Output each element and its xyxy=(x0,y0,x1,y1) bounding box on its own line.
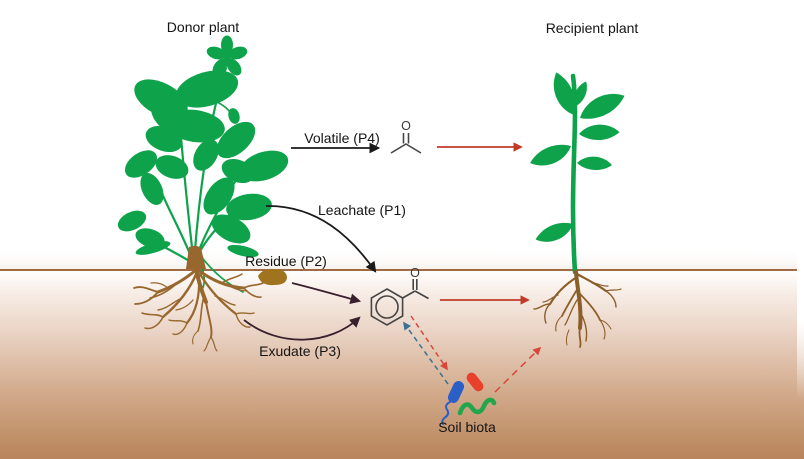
residue-blob xyxy=(258,268,287,286)
residue-pathway-label: Residue (P2) xyxy=(245,253,327,269)
recipient-plant xyxy=(530,72,625,275)
exudate-pathway-label: Exudate (P3) xyxy=(259,343,341,359)
biota-to-compound-dashed-arrow xyxy=(403,321,449,385)
volatile-pathway-label: Volatile (P4) xyxy=(304,130,379,146)
leachate-arrow xyxy=(265,205,377,273)
exudate-arrow xyxy=(243,316,361,341)
soil-biota-label: Soil biota xyxy=(438,419,496,435)
donor-plant-foliage xyxy=(117,35,289,258)
donor-roots xyxy=(133,266,264,352)
leachate-pathway-label: Leachate (P1) xyxy=(318,202,406,218)
acetophenone-structure xyxy=(370,279,429,326)
acetone-oxygen-label: O xyxy=(401,119,411,133)
residue-arrow xyxy=(291,282,362,305)
recipient-roots xyxy=(533,270,622,348)
biota-to-roots-dashed-arrow xyxy=(494,346,542,393)
acetone-structure xyxy=(390,133,422,154)
recipient-leaves xyxy=(530,72,625,242)
acetophenone-oxygen-label: O xyxy=(410,266,420,280)
recipient-stem xyxy=(570,73,578,275)
donor-plant-label: Donor plant xyxy=(167,19,239,35)
compound-to-biota-dashed-arrow xyxy=(410,315,448,371)
donor-crown xyxy=(186,245,206,269)
blue-bacterium-flagellum xyxy=(441,401,451,425)
soil-biota-icons xyxy=(441,372,497,425)
donor-flower xyxy=(206,35,248,76)
right-margin xyxy=(797,0,804,400)
recipient-plant-label: Recipient plant xyxy=(546,20,639,36)
above-ground-haze xyxy=(0,248,797,271)
blue-bacterium-icon xyxy=(447,381,465,403)
red-bacterium-icon xyxy=(466,372,484,392)
green-microbe-icon xyxy=(457,397,497,416)
donor-bud xyxy=(228,108,240,124)
